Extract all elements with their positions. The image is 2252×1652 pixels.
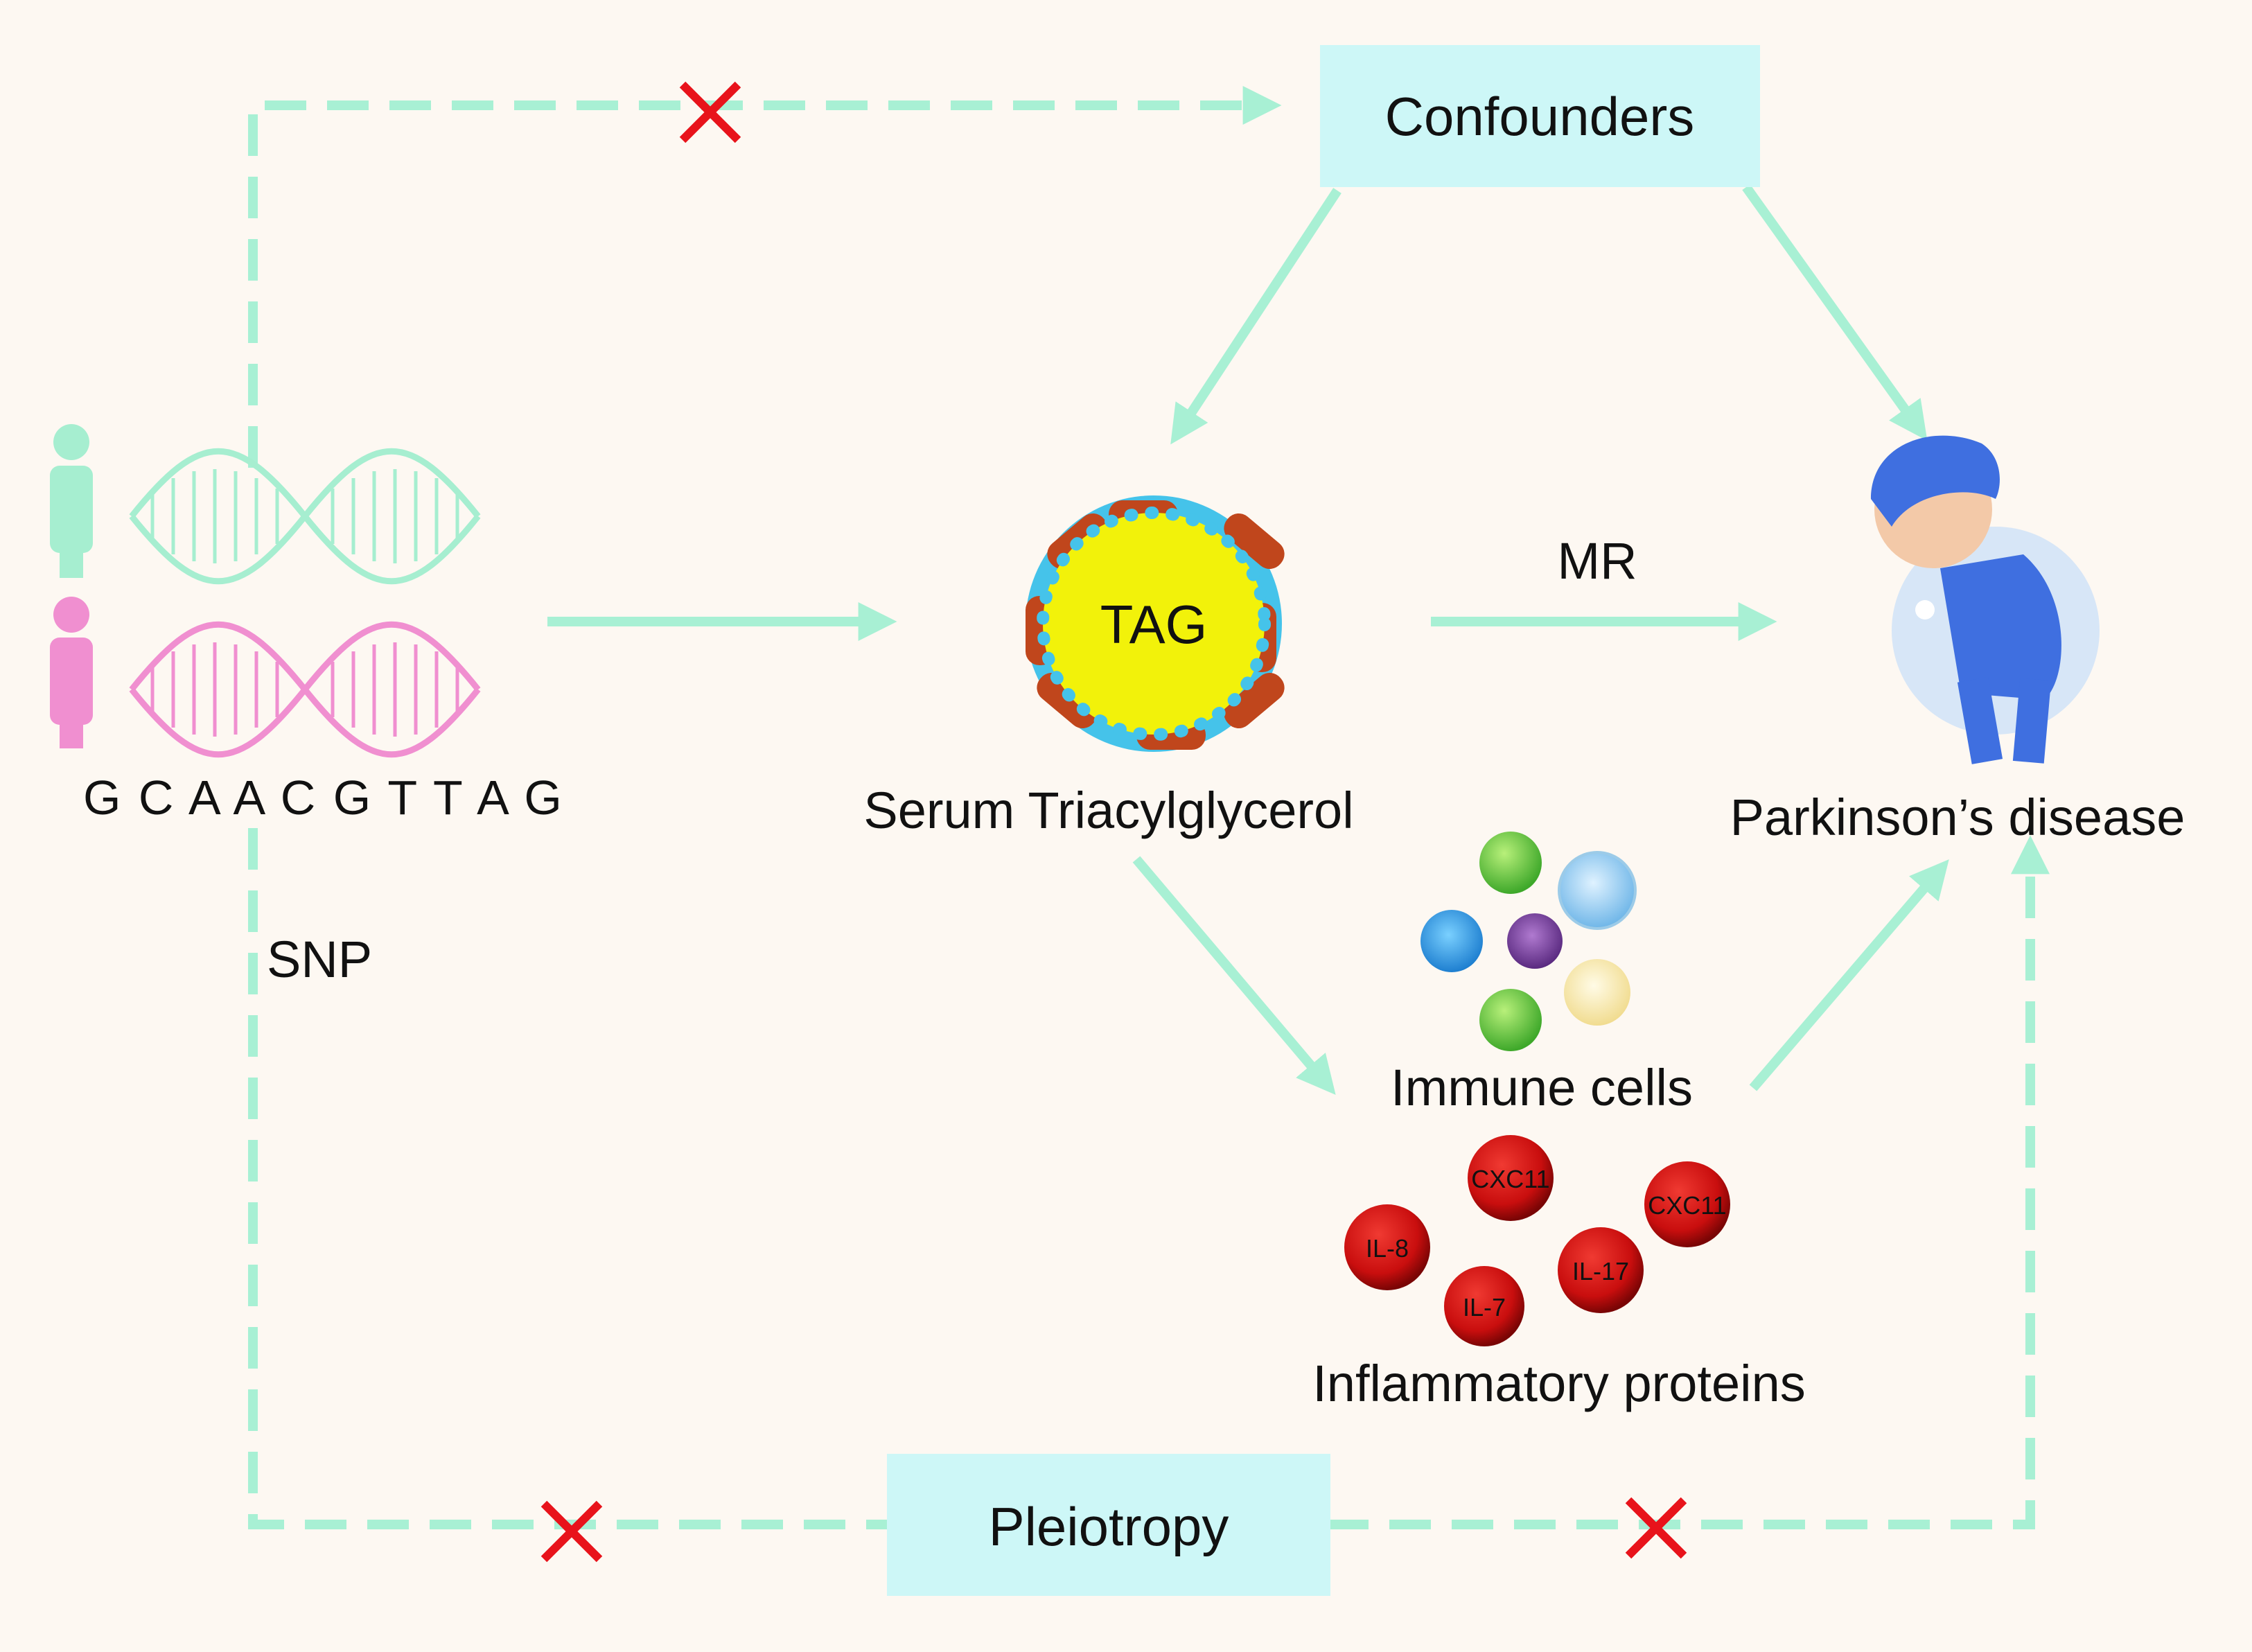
mr-label: MR [1557, 532, 1637, 590]
cross-icons [540, 81, 1687, 1563]
confounders-label: Confounders [1385, 86, 1695, 147]
serum-triacylglycerol-label: Serum Triacylglycerol [863, 782, 1353, 839]
inflammatory-protein-icons: CXC11 CXC11 IL-8 IL-17 IL-7 [1344, 1135, 1730, 1346]
cross-icon [1625, 1497, 1687, 1559]
immune-cell-icon [1479, 989, 1542, 1051]
immune-cell-icon [1507, 913, 1563, 969]
dna-helix-icon [129, 621, 481, 758]
arrow-confounders-to-pd [1742, 184, 1928, 441]
protein-label: IL-8 [1366, 1234, 1409, 1263]
protein-il7-icon: IL-7 [1444, 1266, 1524, 1346]
solid-arrows [547, 184, 1949, 1095]
immune-cell-icon [1558, 851, 1637, 930]
immune-cell-icon [1479, 832, 1542, 894]
parkinsons-disease-label: Parkinson’s disease [1730, 789, 2185, 846]
pleiotropy-label: Pleiotropy [989, 1496, 1229, 1557]
patient-icon [1871, 435, 2100, 764]
protein-il8-icon: IL-8 [1344, 1204, 1430, 1290]
protein-il17-icon: IL-17 [1558, 1227, 1644, 1313]
male-person-icon [50, 424, 93, 578]
pleiotropy-box: Pleiotropy [887, 1454, 1330, 1596]
dashed-paths [248, 86, 2050, 1529]
cross-icon [679, 81, 741, 143]
dashed-path-to-pleiotropy [248, 828, 890, 1529]
immune-cell-icon [1420, 910, 1483, 972]
immune-cells-label: Immune cells [1391, 1059, 1693, 1116]
confounders-box: Confounders [1320, 45, 1760, 187]
protein-label: IL-17 [1572, 1257, 1629, 1285]
tag-label: TAG [1100, 594, 1208, 655]
protein-cxc11-icon: CXC11 [1644, 1161, 1730, 1247]
dna-helix-icon [129, 448, 481, 585]
dashed-path-to-confounders [248, 86, 1282, 468]
arrow-tag-to-immune [1132, 856, 1336, 1095]
cross-icon [540, 1500, 603, 1563]
dashed-path-pleiotropy-to-pd [1327, 835, 2050, 1529]
tag-lipoprotein-icon: TAG [1026, 495, 1285, 752]
arrow-confounders-to-tag [1170, 188, 1341, 445]
snp-sequence: G C A A C G T T A G [83, 771, 564, 825]
immune-cell-icon [1564, 959, 1630, 1026]
immune-cell-icons [1420, 832, 1637, 1051]
female-person-icon [50, 597, 93, 748]
protein-label: CXC11 [1648, 1191, 1726, 1220]
inflammatory-proteins-label: Inflammatory proteins [1312, 1355, 1806, 1412]
protein-label: CXC11 [1471, 1165, 1549, 1193]
snp-label: SNP [267, 931, 372, 988]
arrow-immune-to-pd [1749, 859, 1949, 1091]
protein-cxc11-icon: CXC11 [1468, 1135, 1554, 1221]
protein-label: IL-7 [1463, 1293, 1506, 1321]
